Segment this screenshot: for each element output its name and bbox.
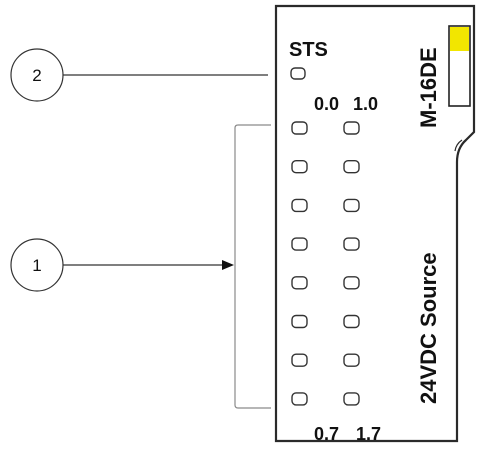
channel-led <box>291 198 308 213</box>
channel-led <box>343 353 360 367</box>
indicator-fill <box>450 27 469 51</box>
source-label: 24VDC Source <box>416 252 441 404</box>
channel-led <box>291 276 308 290</box>
channel-led <box>291 314 308 329</box>
module-notch-edge <box>454 139 463 152</box>
channel-led <box>343 276 360 290</box>
channel-led <box>291 392 308 406</box>
channel-led <box>291 353 308 367</box>
callout-1-number: 1 <box>32 256 41 275</box>
channel-led-grid <box>291 121 360 406</box>
channel-led <box>343 121 360 135</box>
range-label-bottom-right: 1.7 <box>356 424 381 444</box>
channel-led <box>291 159 308 174</box>
model-label: M-16DE <box>416 47 441 128</box>
callout-2-number: 2 <box>32 66 41 85</box>
channel-led <box>291 121 308 135</box>
channel-led <box>343 392 360 406</box>
channel-led <box>343 314 360 329</box>
module-outline <box>274 4 476 443</box>
sts-led <box>290 67 306 80</box>
callout-1-arrowhead <box>222 260 234 270</box>
sts-label: STS <box>289 39 328 61</box>
channel-led <box>343 237 360 251</box>
range-label-top-left: 0.0 <box>314 94 339 114</box>
range-label-bottom-left: 0.7 <box>314 424 339 444</box>
channel-led <box>291 237 308 251</box>
range-label-top-right: 1.0 <box>353 94 378 114</box>
channel-led <box>343 198 360 213</box>
led-group-bracket <box>234 124 271 409</box>
channel-led <box>343 159 360 174</box>
